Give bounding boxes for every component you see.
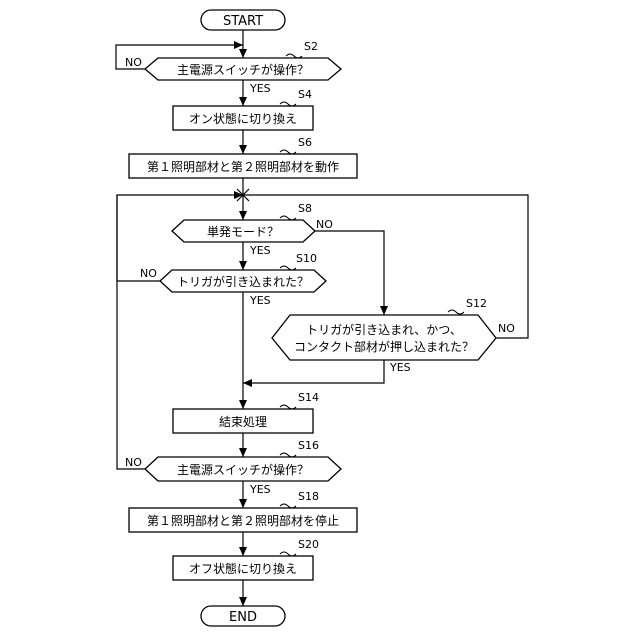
step-s18-id: S18 [298,490,319,503]
step-s16-decision: 主電源スイッチが操作？ S16 NO YES [125,439,341,496]
step-s8-no-label: NO [316,218,333,231]
step-s16-no-label: NO [125,456,142,469]
step-s12-id: S12 [466,297,487,310]
start-label: START [223,14,263,29]
step-s2-no-label: NO [125,56,142,69]
step-s14-process: 結束処理 S14 [173,391,319,433]
step-s8-yes-label: YES [249,244,271,257]
step-s10-no-label: NO [140,267,157,280]
step-s2-text: 主電源スイッチが操作？ [177,62,309,77]
end-terminal: END [201,606,285,626]
step-s12-text-line1: トリガが引き込まれ、かつ、 [306,322,462,337]
step-s12-text-line2: コンタクト部材が押し込まれた？ [294,339,474,354]
step-s16-yes-label: YES [249,483,271,496]
step-s4-id: S4 [298,88,312,101]
step-s18-text: 第１照明部材と第２照明部材を停止 [147,513,339,528]
step-s10-text: トリガが引き込まれた？ [177,274,309,289]
step-s6-text: 第１照明部材と第２照明部材を動作 [147,159,339,174]
step-s12-no-label: NO [498,322,515,335]
step-s6-id: S6 [298,136,312,149]
step-s14-id: S14 [298,391,319,404]
step-s2-id: S2 [304,40,318,53]
step-s2-yes-label: YES [249,82,271,95]
step-s12-decision: トリガが引き込まれ、かつ、 コンタクト部材が押し込まれた？ S12 NO YES [272,297,515,374]
step-s12-yes-label: YES [389,361,411,374]
step-s8-id: S8 [298,202,312,215]
step-s10-yes-label: YES [249,294,271,307]
step-s16-id: S16 [298,439,319,452]
step-s4-text: オン状態に切り換え [189,111,297,126]
step-s16-text: 主電源スイッチが操作？ [177,462,309,477]
step-s8-text: 単発モード？ [207,225,279,239]
step-s10-id: S10 [296,252,317,265]
step-s8-decision: 単発モード？ S8 NO YES [172,202,333,257]
step-s10-decision: トリガが引き込まれた？ S10 NO YES [140,252,326,307]
step-s20-text: オフ状態に切り換え [189,561,297,576]
end-label: END [229,610,257,625]
step-s20-process: オフ状態に切り換え S20 [173,538,319,580]
step-s2-decision: 主電源スイッチが操作？ S2 NO YES [125,40,341,95]
step-s14-text: 結束処理 [219,415,267,429]
step-s20-id: S20 [298,538,319,551]
start-terminal: START [201,10,285,30]
